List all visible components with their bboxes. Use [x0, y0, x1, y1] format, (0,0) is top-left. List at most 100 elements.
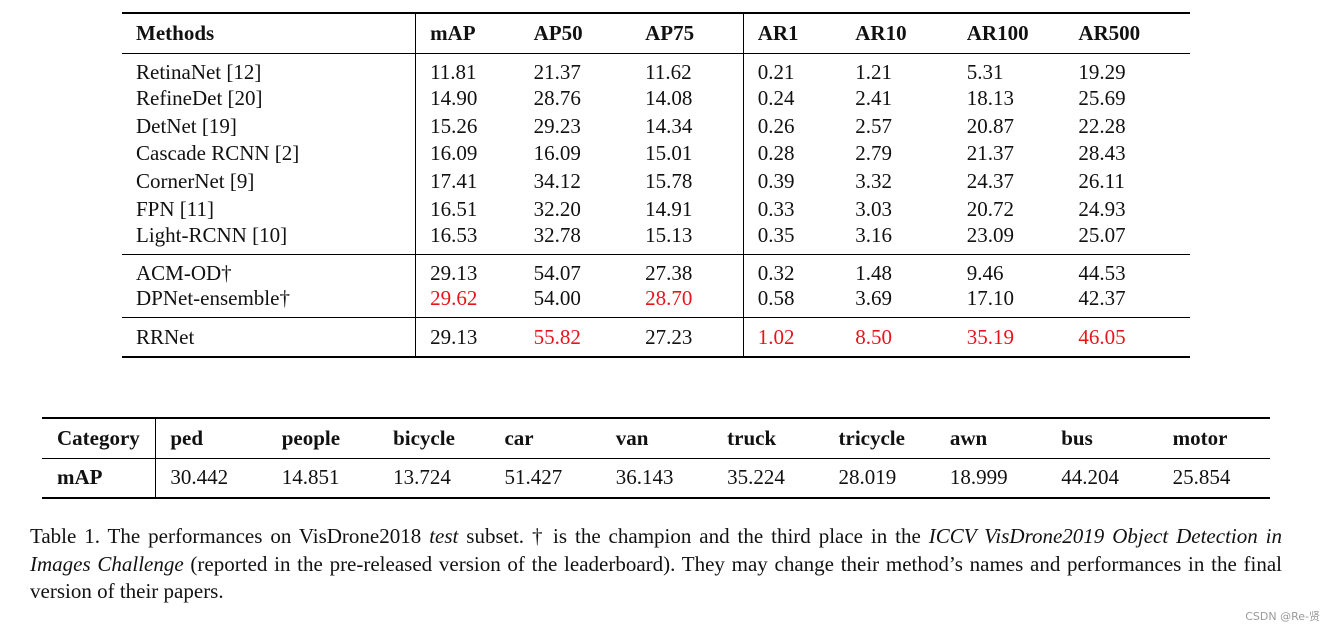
header-map: mAP — [415, 13, 534, 53]
cell-map: 29.13 — [415, 317, 534, 358]
category-header: tricycle — [838, 425, 905, 450]
cell-ar100: 35.19 — [966, 324, 1014, 349]
cell-method: Light-RCNN [10] — [136, 222, 288, 247]
cell-ar1: 0.28 — [742, 139, 856, 168]
cell-ap50: 16.09 — [533, 141, 581, 166]
cell-ar10: 3.16 — [855, 222, 892, 247]
cell-ap75: 14.91 — [645, 196, 693, 221]
cell-ar1: 0.35 — [742, 222, 856, 255]
cell-ap75: 15.13 — [645, 222, 693, 247]
cell-ar1: 0.32 — [742, 254, 856, 286]
cell-ar100: 9.46 — [966, 260, 1004, 285]
cell-ar500: 25.07 — [1078, 222, 1126, 247]
cell-ar10: 2.57 — [855, 113, 892, 138]
category-header: ped — [155, 418, 268, 458]
category-header: bus — [1061, 425, 1093, 450]
cell-ar500: 28.43 — [1078, 141, 1126, 166]
category-map-value: 18.999 — [949, 465, 1008, 490]
cell-ar500: 44.53 — [1078, 260, 1126, 285]
cell-ar100: 20.72 — [966, 196, 1014, 221]
cell-ar1: 0.39 — [742, 167, 856, 196]
cell-ap75: 14.34 — [645, 113, 693, 138]
cell-ar1: 0.58 — [742, 285, 856, 318]
cell-ap75: 11.62 — [645, 59, 692, 84]
cell-ar100: 18.13 — [966, 85, 1014, 110]
category-header-label: Category — [57, 425, 140, 450]
cell-ar1: 0.24 — [742, 84, 856, 113]
caption-italic-test: test — [429, 524, 459, 548]
category-map-value: 13.724 — [393, 465, 451, 490]
cell-ar10: 1.21 — [855, 59, 892, 84]
cell-ar1: 0.21 — [742, 53, 856, 85]
cell-ar100: 17.10 — [966, 285, 1014, 310]
category-map-value: 44.204 — [1061, 465, 1119, 490]
cell-ar10: 2.79 — [855, 141, 892, 166]
cell-map: 29.62 — [415, 285, 534, 318]
cell-ar500: 26.11 — [1078, 168, 1125, 193]
cell-method: RetinaNet [12] — [136, 59, 262, 84]
category-map-value: 28.019 — [838, 465, 897, 490]
cell-ar10: 2.41 — [855, 85, 892, 110]
cell-ap50: 32.20 — [533, 196, 581, 221]
cell-ap50: 28.76 — [533, 85, 581, 110]
cell-method: DetNet [19] — [136, 113, 237, 138]
cell-map: 16.51 — [415, 195, 534, 223]
cell-ap75: 14.08 — [645, 85, 693, 110]
cell-ap50: 34.12 — [533, 168, 581, 193]
cell-ap75: 15.78 — [645, 168, 693, 193]
category-map-value: 35.224 — [727, 465, 785, 490]
cell-map: 15.26 — [415, 112, 534, 140]
results-table: Methods mAP AP50 AP75 AR1 AR10 AR100 AR5… — [122, 12, 1190, 359]
cell-ar500: 24.93 — [1078, 196, 1126, 221]
table-caption: Table 1. The performances on VisDrone201… — [30, 523, 1282, 606]
header-ar1: AR1 — [742, 13, 856, 53]
category-header: car — [504, 425, 534, 450]
cell-map: 16.53 — [415, 222, 534, 255]
cell-ap50: 29.23 — [533, 113, 581, 138]
caption-text-1: Table 1. The performances on VisDrone201… — [30, 524, 430, 548]
cell-map: 14.90 — [415, 84, 534, 113]
category-header: van — [615, 425, 649, 450]
cell-method: RefineDet [20] — [136, 85, 263, 110]
category-map-value: 30.442 — [155, 458, 268, 498]
category-header: people — [281, 425, 341, 450]
map-row-label: mAP — [57, 465, 103, 490]
cell-method: DPNet-ensemble† — [136, 285, 290, 310]
cell-method: RRNet — [136, 324, 195, 349]
cell-ar10: 3.69 — [855, 285, 892, 310]
header-ap50: AP50 — [533, 20, 583, 45]
cell-ap50: 21.37 — [533, 59, 581, 84]
category-map-value: 51.427 — [504, 465, 563, 490]
cell-ap75: 15.01 — [645, 141, 693, 166]
header-ap75: AP75 — [645, 20, 695, 45]
category-map-value: 36.143 — [615, 465, 674, 490]
category-map-value: 25.854 — [1172, 465, 1231, 490]
cell-ar10: 3.03 — [855, 196, 892, 221]
cell-map: 29.13 — [415, 254, 534, 286]
cell-ar100: 21.37 — [966, 141, 1014, 166]
cell-ar100: 20.87 — [966, 113, 1014, 138]
watermark: CSDN @Re-贤 — [1245, 610, 1320, 623]
category-header: bicycle — [393, 425, 455, 450]
cell-ar1: 0.33 — [742, 195, 856, 223]
cell-ar500: 46.05 — [1078, 324, 1126, 349]
cell-ap50: 32.78 — [533, 222, 581, 247]
caption-text-3: (reported in the pre-released version of… — [30, 551, 1282, 604]
caption-italic-challenge: ICCV VisDrone2019 Object Detection in Im… — [30, 524, 1282, 576]
category-header: motor — [1172, 425, 1228, 450]
cell-ap50: 54.00 — [533, 285, 581, 310]
cell-ar500: 19.29 — [1078, 59, 1126, 84]
cell-ar10: 8.50 — [855, 324, 892, 349]
cell-ar1: 1.02 — [742, 317, 856, 358]
